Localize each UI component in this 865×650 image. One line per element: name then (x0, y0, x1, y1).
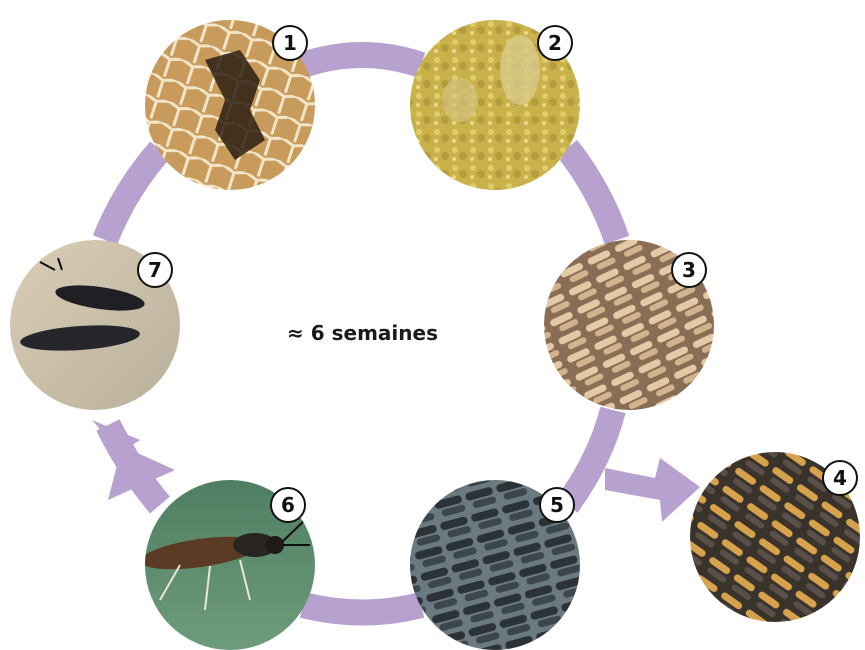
stage-5-badge: 5 (540, 488, 574, 522)
stage-1-badge: 1 (273, 26, 307, 60)
branch-arrow-to-4 (605, 458, 700, 522)
svg-text:6: 6 (281, 493, 295, 517)
stage-6-badge: 6 (271, 488, 305, 522)
svg-text:4: 4 (833, 466, 847, 490)
svg-text:5: 5 (550, 493, 564, 517)
svg-text:7: 7 (148, 258, 162, 282)
stage-4-badge: 4 (823, 461, 857, 495)
connector-7-1 (105, 150, 160, 240)
connector-2-3 (567, 148, 617, 240)
cycle-duration-label: ≈ 6 semaines (287, 321, 457, 345)
svg-text:3: 3 (682, 258, 696, 282)
connector-3-5 (567, 410, 613, 505)
svg-text:2: 2 (548, 31, 562, 55)
connector-5-6 (303, 605, 421, 613)
stage-2-badge: 2 (538, 26, 572, 60)
connector-1-2 (303, 55, 421, 65)
stage-7-badge: 7 (138, 253, 172, 287)
svg-text:1: 1 (283, 31, 297, 55)
stage-3-badge: 3 (672, 253, 706, 287)
